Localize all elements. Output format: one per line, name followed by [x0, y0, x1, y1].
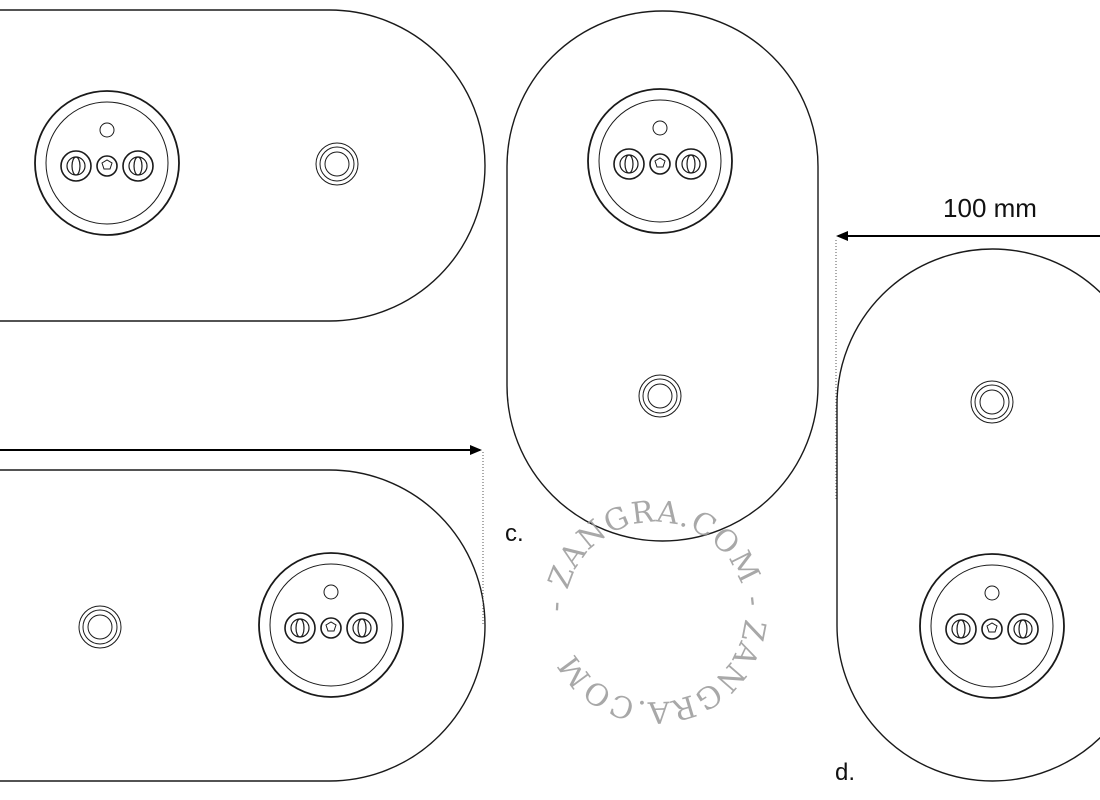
socket-outlet-c [587, 88, 733, 234]
dimension-label: 100 mm [943, 193, 1037, 223]
plate-c [506, 10, 819, 542]
plate-a [0, 9, 486, 322]
dimension-arrow-d [835, 231, 1100, 500]
label-d: d. [835, 759, 855, 786]
dimension-arrow-b [0, 445, 484, 625]
label-c: c. [505, 520, 524, 547]
socket-outlet-d [919, 553, 1065, 699]
plate-d [836, 248, 1100, 782]
socket-outlet-b [258, 552, 404, 698]
plate-b [0, 469, 486, 782]
socket-outlet-a [34, 90, 180, 236]
